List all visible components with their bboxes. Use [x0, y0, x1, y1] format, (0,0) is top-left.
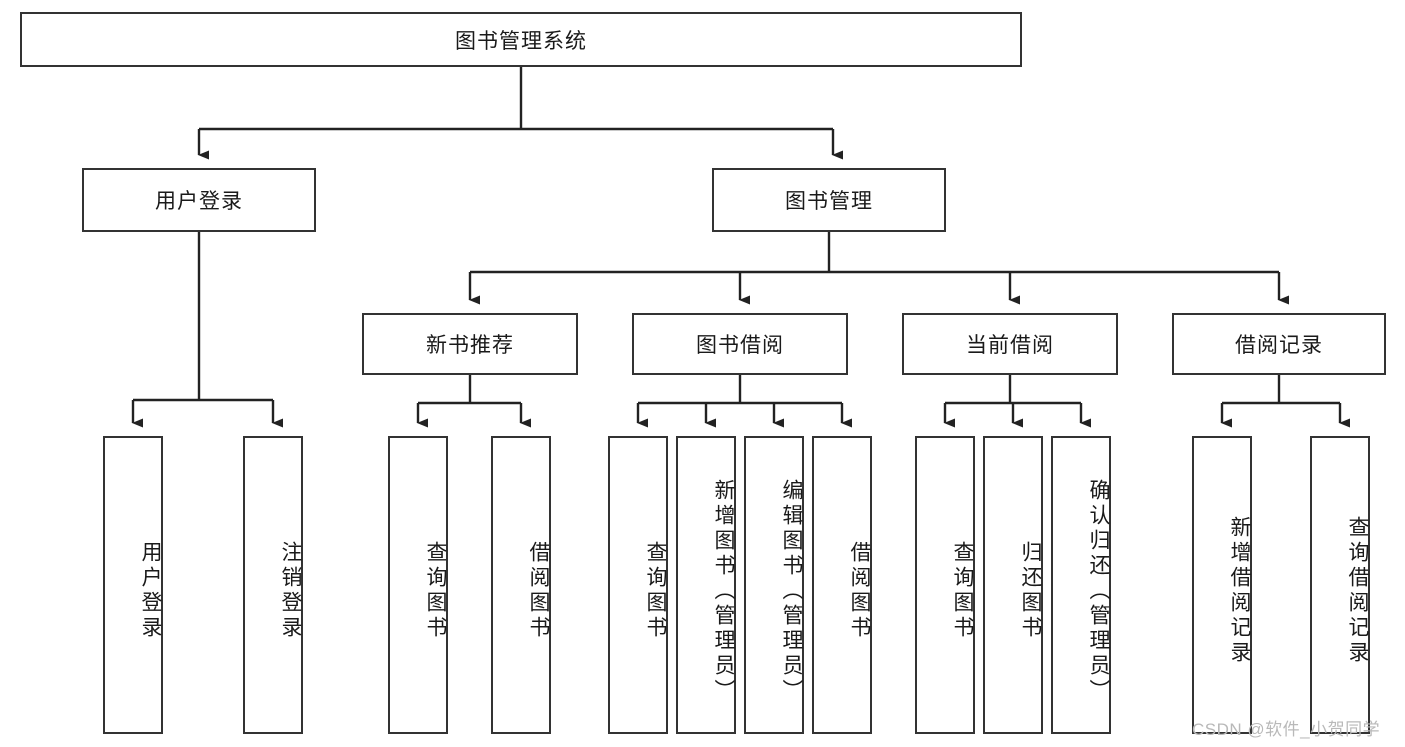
leaf-borrow-records-query[interactable]: 查询借阅记录 — [1310, 436, 1370, 734]
leaf-book-borrow-edit[interactable]: 编辑图书（管理员） — [744, 436, 804, 734]
node-root-system[interactable]: 图书管理系统 — [20, 12, 1022, 67]
leaf-user-login-login[interactable]: 用户登录 — [103, 436, 163, 734]
leaf-user-login-logout[interactable]: 注销登录 — [243, 436, 303, 734]
node-current-borrow[interactable]: 当前借阅 — [902, 313, 1118, 375]
leaf-current-borrow-query[interactable]: 查询图书 — [915, 436, 975, 734]
csdn-watermark: CSDN @软件_小贺同学 — [1192, 720, 1381, 739]
leaf-current-borrow-return[interactable]: 归还图书 — [983, 436, 1043, 734]
leaf-current-borrow-confirm-return[interactable]: 确认归还（管理员） — [1051, 436, 1111, 734]
node-user-login[interactable]: 用户登录 — [82, 168, 316, 232]
node-book-borrow[interactable]: 图书借阅 — [632, 313, 848, 375]
leaf-new-books-borrow[interactable]: 借阅图书 — [491, 436, 551, 734]
node-new-book-recommend[interactable]: 新书推荐 — [362, 313, 578, 375]
leaf-new-books-query[interactable]: 查询图书 — [388, 436, 448, 734]
leaf-book-borrow-borrow[interactable]: 借阅图书 — [812, 436, 872, 734]
leaf-borrow-records-add[interactable]: 新增借阅记录 — [1192, 436, 1252, 734]
node-borrow-records[interactable]: 借阅记录 — [1172, 313, 1386, 375]
leaf-book-borrow-add[interactable]: 新增图书（管理员） — [676, 436, 736, 734]
leaf-book-borrow-query[interactable]: 查询图书 — [608, 436, 668, 734]
node-book-management[interactable]: 图书管理 — [712, 168, 946, 232]
